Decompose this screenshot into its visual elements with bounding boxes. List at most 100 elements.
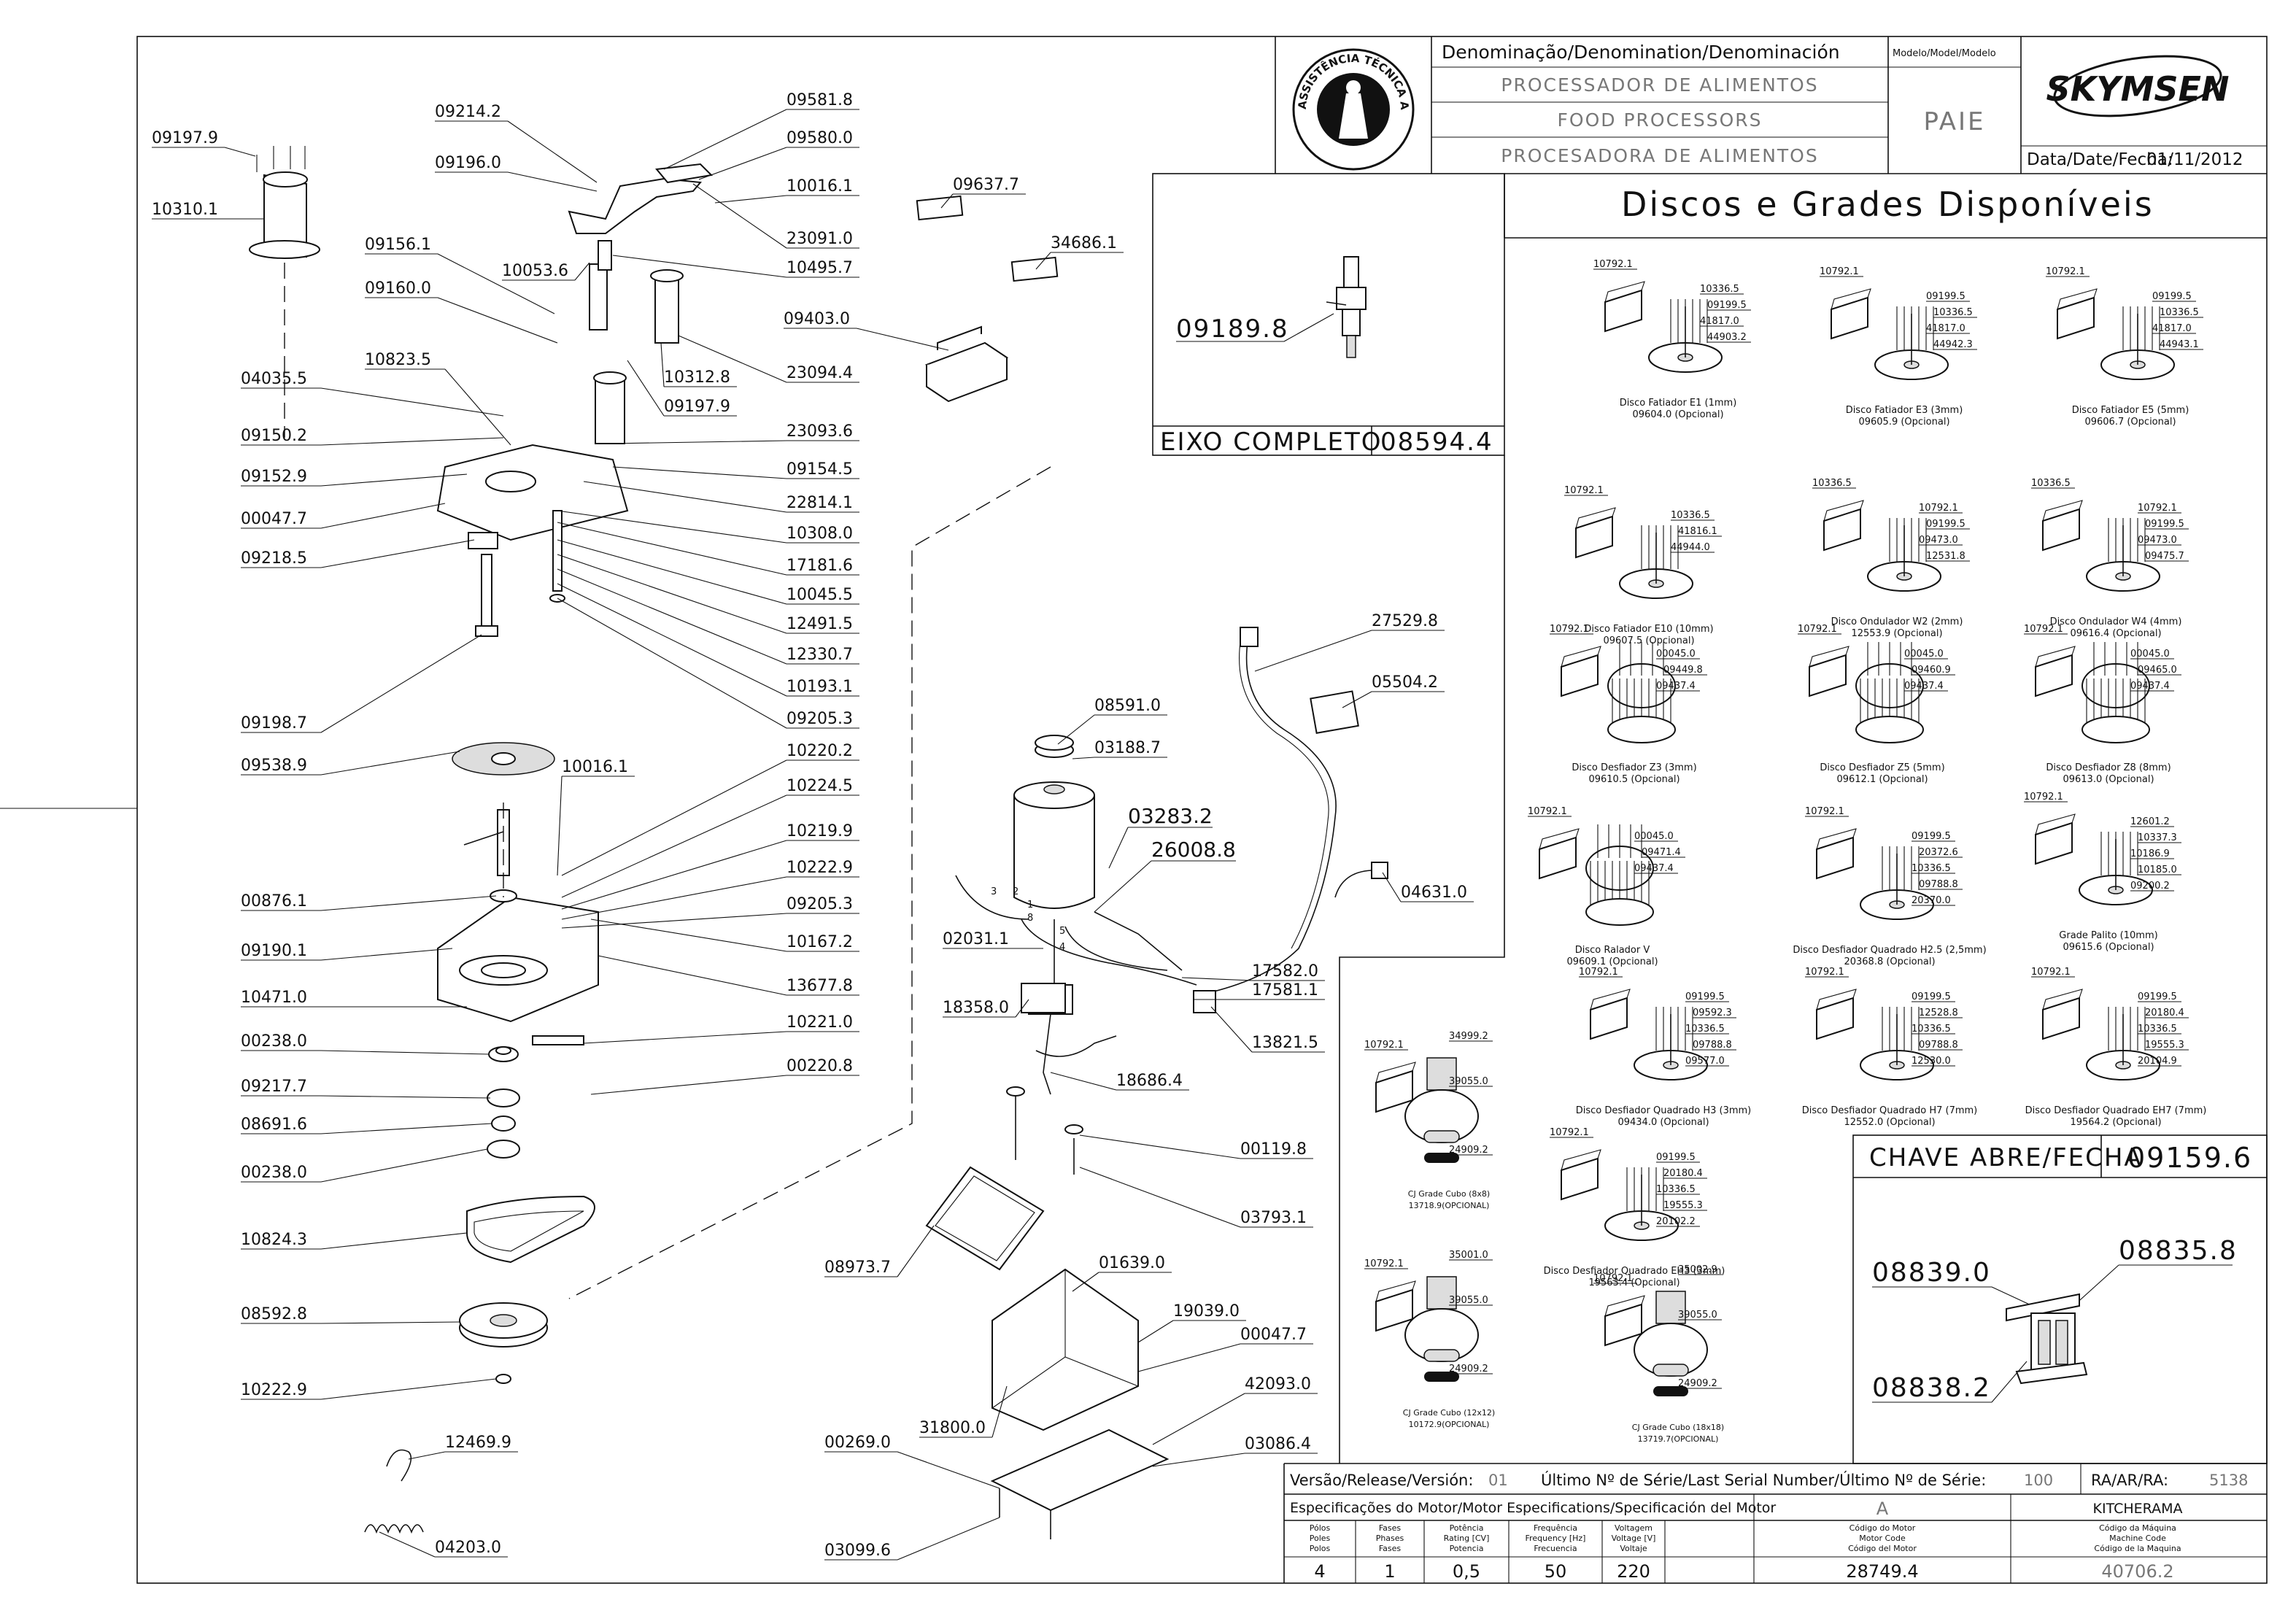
disc-part-label: 12601.2 bbox=[2130, 816, 2170, 827]
main-part-label: 10045.5 bbox=[786, 586, 853, 604]
disc-part-label: 10186.9 bbox=[2130, 848, 2170, 859]
disc-code: 09616.4 (Opcional) bbox=[2070, 628, 2161, 639]
axis-part-label: 09189.8 bbox=[1176, 314, 1289, 344]
main-part-label: 10167.2 bbox=[786, 933, 853, 951]
disc-part-label: 44942.3 bbox=[1933, 339, 1973, 350]
disc-part-label: 10792.1 bbox=[1528, 806, 1567, 817]
spec-column-head: Frequency [Hz] bbox=[1526, 1534, 1586, 1543]
disc-part-label: 10792.1 bbox=[1805, 967, 1844, 978]
disc-caption: Disco Desfiador Z5 (5mm) bbox=[1820, 762, 1944, 773]
disc-item: 10336.510792.109199.509473.012531.8Disco… bbox=[1812, 478, 1970, 639]
disc-code: 09612.1 (Opcional) bbox=[1836, 774, 1928, 785]
disc-part-label: 09199.5 bbox=[1912, 831, 1951, 842]
wire-number: 5 bbox=[1059, 926, 1065, 937]
spec-column-head: Fases bbox=[1379, 1523, 1402, 1533]
spec-column-head: Rating [CV] bbox=[1444, 1534, 1490, 1543]
main-part-label: 10495.7 bbox=[786, 259, 853, 277]
main-part-label: 10222.9 bbox=[241, 1381, 307, 1399]
main-part-label: 09156.1 bbox=[365, 236, 431, 254]
disc-code: 12553.9 (Opcional) bbox=[1851, 628, 1942, 639]
main-part-label: 08592.8 bbox=[241, 1305, 307, 1323]
disc-caption: Disco Fatiador E5 (5mm) bbox=[2072, 405, 2189, 416]
switch-part-3: 08838.2 bbox=[1872, 1373, 1991, 1403]
main-part-label: 09217.7 bbox=[241, 1078, 307, 1096]
disc-part-label: 10792.1 bbox=[1798, 624, 1837, 635]
main-part-label: 09198.7 bbox=[241, 714, 307, 732]
main-part-label: 10310.1 bbox=[152, 201, 218, 219]
main-part-label: 12491.5 bbox=[786, 615, 853, 633]
disc-part-label: 20372.6 bbox=[1919, 847, 1958, 858]
main-part-label: 08691.6 bbox=[241, 1115, 307, 1134]
main-part-label: 10053.6 bbox=[502, 262, 568, 280]
switch-label: CHAVE ABRE/FECHA bbox=[1869, 1143, 2143, 1172]
discs-catalog: 10792.110336.509199.541817.044903.2Disco… bbox=[1364, 259, 2206, 1444]
spec-column-head: Voltagem bbox=[1615, 1523, 1653, 1533]
disc-part-label: 10336.5 bbox=[1700, 284, 1739, 295]
spec-column-value: 0,5 bbox=[1453, 1561, 1480, 1582]
disc-part-label: 09437.4 bbox=[1904, 681, 1944, 692]
center-part-label: 08973.7 bbox=[824, 1258, 891, 1277]
wire-number: 2 bbox=[1013, 886, 1018, 897]
disc-part-label: 34999.2 bbox=[1449, 1031, 1488, 1042]
disc-part-label: 09199.5 bbox=[2152, 291, 2192, 302]
disc-part-label: 44944.0 bbox=[1671, 542, 1710, 553]
disc-code: 09606.7 (Opcional) bbox=[2084, 417, 2176, 428]
center-part-label: 03283.2 bbox=[1128, 804, 1213, 828]
disc-part-label: 10792.1 bbox=[1919, 503, 1958, 514]
leader-lines bbox=[152, 109, 1474, 1561]
disc-part-label: 09437.4 bbox=[1634, 863, 1674, 874]
wire-number: 8 bbox=[1027, 913, 1033, 924]
disc-part-label: 09199.5 bbox=[2145, 519, 2184, 530]
wire-number: 3 bbox=[991, 886, 997, 897]
serial-label: Último Nº de Série/Last Serial Number/Úl… bbox=[1541, 1471, 1986, 1489]
disc-part-label: 10792.1 bbox=[2024, 792, 2063, 803]
center-part-label: 17581.1 bbox=[1252, 981, 1318, 999]
disc-part-label: 10336.5 bbox=[1671, 510, 1710, 521]
disc-part-label: 10792.1 bbox=[1820, 266, 1859, 277]
center-part-label: 02031.1 bbox=[943, 930, 1009, 948]
model-label: Modelo/Model/Modelo bbox=[1893, 48, 1996, 59]
disc-caption: Disco Fatiador E10 (10mm) bbox=[1584, 624, 1713, 635]
main-part-label: 00220.8 bbox=[786, 1057, 853, 1075]
disc-part-label: 09577.0 bbox=[1685, 1056, 1725, 1067]
center-part-label: 18358.0 bbox=[943, 999, 1009, 1017]
disc-part-label: 41817.0 bbox=[1926, 323, 1965, 334]
center-part-label: 00269.0 bbox=[824, 1434, 891, 1452]
disc-part-label: 12530.0 bbox=[1912, 1056, 1951, 1067]
disc-caption: Disco Fatiador E1 (1mm) bbox=[1620, 398, 1737, 409]
switch-part-2: 08835.8 bbox=[2119, 1236, 2238, 1266]
disc-part-label: 39055.0 bbox=[1449, 1076, 1488, 1087]
disc-caption: Disco Ondulador W4 (4mm) bbox=[2050, 616, 2182, 627]
main-part-label: 13677.8 bbox=[786, 977, 853, 995]
disc-part-label: 10336.5 bbox=[1656, 1184, 1696, 1195]
version-value: 01 bbox=[1488, 1472, 1508, 1489]
disc-part-label: 10792.1 bbox=[1364, 1040, 1404, 1051]
disc-code: 09609.1 (Opcional) bbox=[1566, 956, 1658, 967]
disc-part-label: 09788.8 bbox=[1693, 1040, 1732, 1051]
spec-column-head: Potencia bbox=[1450, 1544, 1484, 1553]
disc-part-label: 09199.5 bbox=[1926, 291, 1965, 302]
spec-column-head: Fases bbox=[1379, 1544, 1402, 1553]
center-part-label: 09403.0 bbox=[784, 310, 850, 328]
main-part-label: 10222.9 bbox=[786, 859, 853, 877]
disc-part-label: 24909.2 bbox=[1678, 1378, 1717, 1389]
main-part-label: 09196.0 bbox=[435, 154, 501, 172]
name-es: PROCESADORA DE ALIMENTOS bbox=[1501, 145, 1818, 166]
main-part-label: 09152.9 bbox=[241, 468, 307, 486]
spec-column-head: Motor Code bbox=[1859, 1534, 1906, 1543]
axis-code: 08594.4 bbox=[1380, 428, 1493, 457]
disc-item: 10792.109199.520372.610336.509788.820370… bbox=[1793, 806, 1986, 967]
center-part-label: 26008.8 bbox=[1151, 838, 1236, 862]
main-part-label: 10221.0 bbox=[786, 1013, 853, 1032]
disc-part-label: 41816.1 bbox=[1678, 526, 1717, 537]
main-part-label: 17181.6 bbox=[786, 557, 853, 575]
main-part-label: 09190.1 bbox=[241, 942, 307, 960]
spec-column-head: Código de la Maquina bbox=[2094, 1544, 2181, 1553]
motor-variant: A bbox=[1876, 1499, 1889, 1519]
switch-part-1: 08839.0 bbox=[1872, 1258, 1991, 1288]
main-part-label: 10471.0 bbox=[241, 989, 307, 1007]
